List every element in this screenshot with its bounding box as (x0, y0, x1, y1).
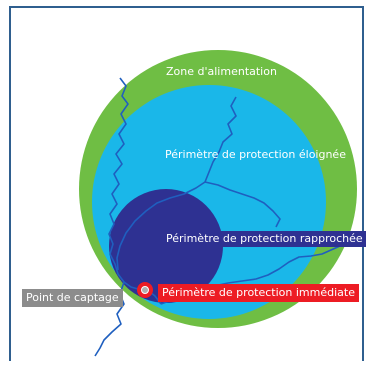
river-main (108, 77, 162, 305)
perimetre-immediate-label: Périmètre de protection immédiate (158, 284, 359, 302)
perimetre-eloignee-label: Périmètre de protection éloignée (165, 148, 346, 161)
river-east-branch (204, 181, 281, 228)
perimetre-rapprochee-label: Périmètre de protection rapprochée (163, 231, 366, 247)
point-captage-label: Point de captage (22, 289, 123, 307)
zone-alimentation-label: Zone d'alimentation (166, 65, 277, 78)
diagram-frame (9, 6, 364, 361)
river-north-branch (116, 96, 237, 271)
point-captage-marker (141, 286, 149, 294)
